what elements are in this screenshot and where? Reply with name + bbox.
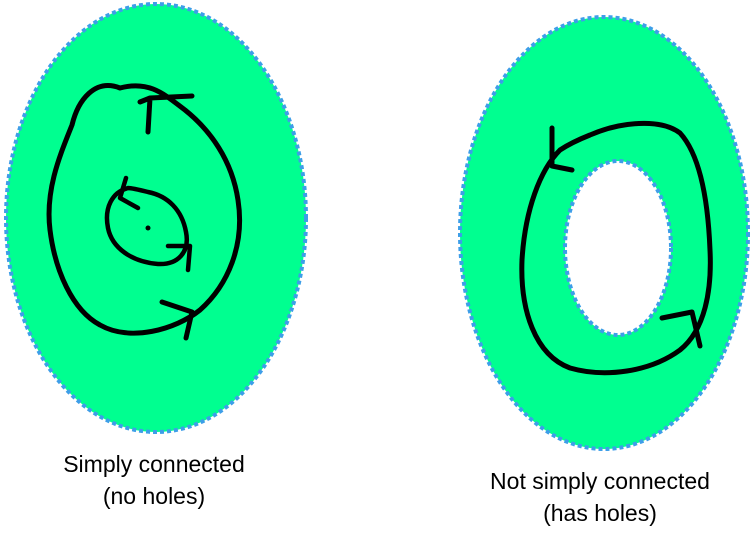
simply-connected-region bbox=[4, 2, 308, 434]
left-center-point bbox=[145, 225, 151, 231]
hole bbox=[563, 159, 673, 337]
simply-connected-caption-line1: Simply connected bbox=[63, 451, 245, 477]
simply-connected-caption-line2: (no holes) bbox=[102, 483, 206, 509]
simply-connected-caption: Simply connected (no holes) bbox=[14, 448, 294, 512]
not-simply-connected-caption-line1: Not simply connected bbox=[490, 468, 710, 494]
left-region-fill bbox=[4, 2, 308, 434]
left-large-loop-arrow-bottom bbox=[159, 299, 195, 341]
not-simply-connected-caption: Not simply connected (has holes) bbox=[450, 465, 750, 529]
left-small-loop-arrow-right bbox=[165, 243, 193, 273]
left-small-loop-arrow-left bbox=[117, 175, 141, 211]
not-simply-connected-caption-line2: (has holes) bbox=[543, 500, 657, 526]
left-small-loop bbox=[104, 185, 190, 267]
right-loop-arrow-bottom bbox=[659, 309, 703, 349]
left-large-loop bbox=[46, 83, 243, 336]
not-simply-connected-region bbox=[458, 15, 750, 451]
right-loop-arrow-top bbox=[549, 125, 575, 173]
left-large-loop-arrow-top bbox=[137, 93, 195, 135]
